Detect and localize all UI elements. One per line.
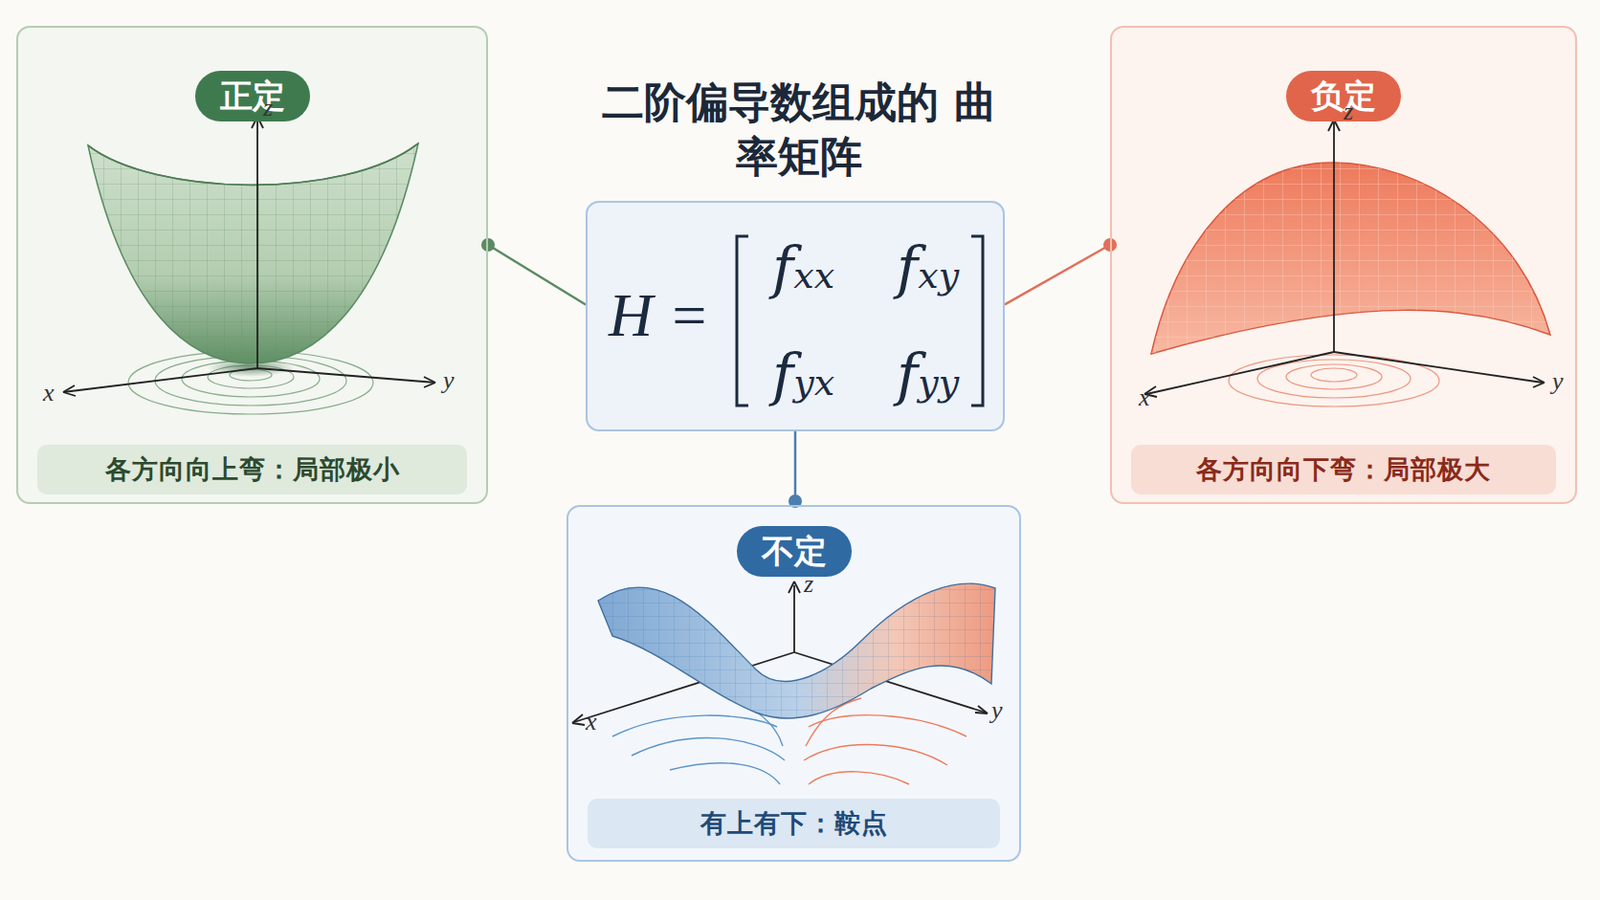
- conclusion-bar: 各方向向上弯：局部极小: [37, 444, 467, 495]
- matrix-entry: fyy: [896, 346, 959, 404]
- hessian-matrix-box: H = fxx fxy fyx fyy: [585, 200, 1005, 432]
- matrix-entry: fyx: [772, 346, 835, 404]
- negative-definite-panel: 负定各方向向下弯：局部极大: [1110, 25, 1578, 505]
- axis-label: z: [803, 572, 814, 598]
- type-badge: 正定: [195, 70, 311, 122]
- axis-label: y: [991, 698, 1003, 724]
- axis-label: y: [443, 368, 455, 394]
- matrix-symbol: H =: [608, 285, 710, 347]
- axis-label: x: [43, 380, 55, 406]
- connector: [788, 431, 802, 509]
- conclusion-bar: 各方向向下弯：局部极大: [1131, 444, 1556, 495]
- conclusion-bar: 有上有下：鞍点: [587, 799, 1000, 849]
- diagram-title: 二阶偏导数组成的 曲率矩阵: [588, 74, 1010, 184]
- type-badge: 不定: [736, 526, 852, 578]
- axis-label: y: [1552, 369, 1564, 395]
- axis-label: z: [263, 95, 273, 121]
- axis-label: x: [1138, 385, 1151, 411]
- axis-label: x: [585, 710, 598, 735]
- positive-definite-panel: 正定各方向向上弯：局部极小: [16, 25, 489, 505]
- connector: [481, 238, 586, 305]
- axis-label: z: [1343, 99, 1354, 125]
- indefinite-panel: 不定有上有下：鞍点: [566, 505, 1022, 863]
- connector: [1004, 238, 1117, 305]
- matrix-entry: fxy: [896, 239, 959, 297]
- matrix-entry: fxx: [772, 239, 835, 297]
